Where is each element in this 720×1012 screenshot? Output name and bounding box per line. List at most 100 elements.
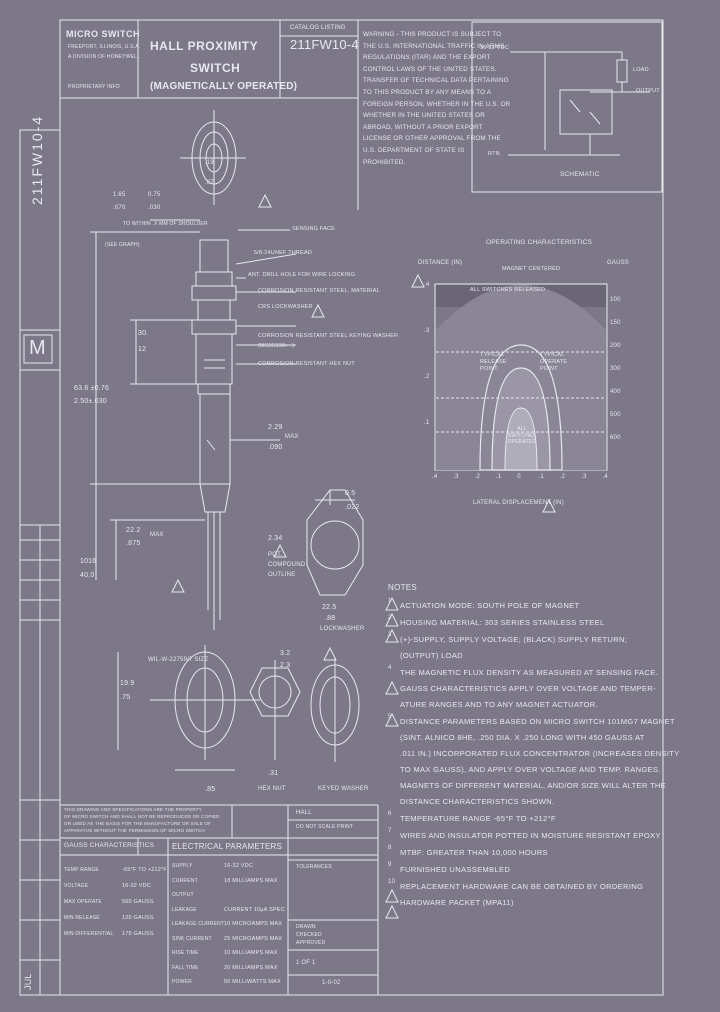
approval: CHECKED <box>296 932 322 938</box>
chart-label-magnet: MAGNET CENTERED <box>502 266 561 272</box>
scale-note: DO NOT SCALE PRINT <box>296 824 354 830</box>
strip-jul: JUL <box>23 973 33 990</box>
dim-note: COMPOUND <box>268 562 306 568</box>
y-tick-label: .4 <box>424 282 430 288</box>
company-sub3: PROPRIETARY INFO <box>68 84 120 90</box>
dim: 0.75 <box>148 192 161 198</box>
dim: 19.9 <box>120 680 135 687</box>
callout: ANT. DRILL HOLE FOR WIRE LOCKING <box>248 272 356 278</box>
warning-line: WARNING - THIS PRODUCT IS SUBJECT TO <box>363 31 502 38</box>
note-number: 1 <box>388 598 392 604</box>
table-cell-label: RISE TIME <box>172 950 199 956</box>
dim: .31 <box>268 770 279 777</box>
dim: 63.6 ±0.76 <box>74 385 110 392</box>
schematic-supply: 16-32 VDC <box>480 45 510 51</box>
table-cell-value: 16-32 VDC <box>224 863 254 869</box>
dim-note: POT. <box>268 552 283 558</box>
dim: 0.5 <box>345 490 356 497</box>
tol-title: TOLERANCES <box>296 864 332 870</box>
note-number: 2 <box>388 615 392 621</box>
release-curve <box>479 344 563 471</box>
table-cell-value: -65°F TO +212°F <box>122 867 167 873</box>
dim: .875 <box>126 540 141 547</box>
table-row: SINK CURRENT 25 MICROAMPS MAX <box>172 935 286 950</box>
chart-label-release: TYPICAL RELEASE POINT <box>480 352 507 373</box>
gauss-tick-label: 400 <box>610 389 621 395</box>
catalog-label: CATALOG LISTING <box>290 25 346 31</box>
chart-ylabel: DISTANCE (IN) <box>418 260 463 266</box>
all-on-region <box>504 407 538 471</box>
schematic-output: OUTPUT <box>636 88 660 94</box>
dim: 22.5 <box>322 604 337 611</box>
table-cell-label: MAX OPERATE <box>64 899 102 905</box>
callout: 5/8-24UNEF THREAD <box>254 250 313 256</box>
title-line3: (MAGNETICALLY OPERATED) <box>150 81 298 92</box>
table-cell-label: MIN DIFFERENTIAL <box>64 931 114 937</box>
gauss-tick-label: 500 <box>610 412 621 418</box>
note-line: ATURE RANGES AND TO ANY MAGNET ACTUATOR. <box>400 700 598 709</box>
chart-xlabel: LATERAL DISPLACEMENT (IN) <box>473 500 564 506</box>
table-row: OUTPUT <box>172 891 286 906</box>
table-cell-value: 10 MILLIAMPS MAX <box>224 950 278 956</box>
disclaimer-line: OF MICRO SWITCH AND SHALL NOT BE REPRODU… <box>64 814 220 819</box>
dim: 22.2 <box>126 527 141 534</box>
disclaimer-line: THIS DRAWING AND SPECIFICATIONS ARE THE … <box>64 807 202 812</box>
callout: CORROSION RESISTANT HEX NUT <box>258 361 355 367</box>
note-line: TEMPERATURE RANGE -65°F TO +212°F <box>400 814 556 823</box>
table-cell-value: 120 GAUSS <box>122 915 154 921</box>
callout: (MS35338-...) <box>258 343 295 349</box>
title-line2: SWITCH <box>190 61 241 75</box>
note-line: ACTUATION MODE: SOUTH POLE OF MAGNET <box>400 601 580 610</box>
note-line: .011 IN.) INCORPORATED FLUX CONCENTRATOR… <box>400 749 680 758</box>
warning-line: ABROAD, WITHOUT A PRIOR EXPORT <box>363 123 483 131</box>
callout: CORROSION RESISTANT STEEL KEYING WASHER <box>258 333 399 339</box>
sheet-no: 1 OF 1 <box>296 960 316 966</box>
dim: 2.50±.030 <box>74 398 107 405</box>
table-cell-value: 20 MILLIAMPS MAX <box>224 964 278 971</box>
schematic-return: RTN <box>488 151 500 157</box>
dim-max: MAX <box>150 532 164 538</box>
chart-title: OPERATING CHARACTERISTICS <box>486 239 593 246</box>
notes-heading: NOTES <box>388 583 418 592</box>
table-cell-label: SUPPLY <box>172 863 193 869</box>
note-number: 5 <box>388 714 392 720</box>
dim: 2.29 <box>268 424 283 431</box>
chart-label-operate: TYPICAL OPERATE POINT <box>540 352 568 373</box>
x-tick-label: .4 <box>602 474 608 480</box>
gauss-title: GAUSS CHARACTERISTICS <box>64 842 155 849</box>
table-cell-value: 10 MICROAMPS MAX <box>224 921 283 927</box>
dim-note: OUTLINE <box>268 572 296 578</box>
gauss-tick-label: 200 <box>610 343 621 349</box>
dim-note: TO WITHIN .X MM OF SHOULDER <box>123 221 208 227</box>
dwg-no: HALL <box>296 810 312 816</box>
y-tick-label: .1 <box>424 420 430 426</box>
rev-no: 1-0-02 <box>322 980 341 986</box>
company-name: MICRO SWITCH <box>66 29 140 39</box>
note-line: DISTANCE CHARACTERISTICS SHOWN. <box>400 797 555 806</box>
warning-line: TO THIS PRODUCT BY ANY MEANS TO A <box>363 88 492 96</box>
warning-line: LICENSE OR OTHER APPROVAL FROM THE <box>363 135 501 143</box>
table-cell-label: SINK CURRENT <box>172 935 212 942</box>
gauss-tick-label: 150 <box>610 320 621 326</box>
dim-note: (SEE GRAPH) <box>105 242 140 248</box>
warning-line: FOREIGN PERSON, WHETHER IN THE U.S. OR <box>363 100 511 108</box>
table-cell-value: 25 MICROAMPS MAX <box>224 935 283 942</box>
note-triangles <box>171 193 556 919</box>
warning-line: THE U.S. INTERNATIONAL TRAFFIC IN ARMS <box>363 42 505 50</box>
gauss-tick-label: 600 <box>610 435 621 441</box>
note-line: TO MAX GAUSS), AND APPLY OVER VOLTAGE AN… <box>400 765 661 774</box>
